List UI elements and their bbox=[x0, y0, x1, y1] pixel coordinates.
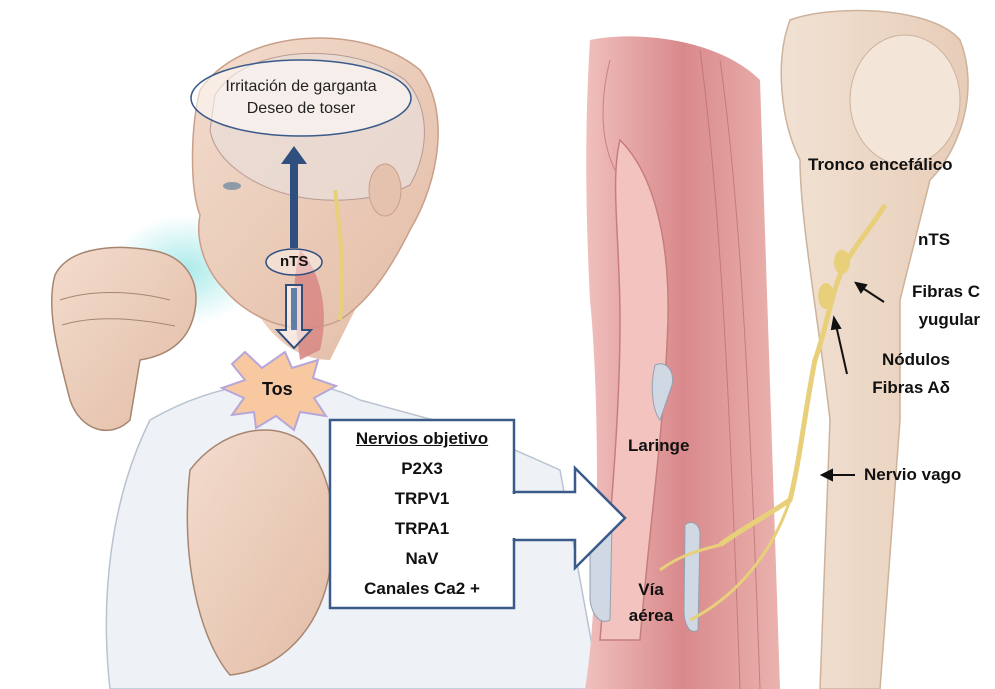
eye bbox=[223, 182, 241, 190]
target-item-nav: NaV bbox=[330, 544, 514, 574]
airway-label-line1: Vía bbox=[626, 577, 676, 603]
nodose-ganglion bbox=[818, 283, 834, 309]
perception-oval-text: Irritación de garganta Deseo de toser bbox=[196, 76, 406, 120]
nts-right-label: nTS bbox=[918, 230, 950, 250]
cough-label: Tos bbox=[262, 379, 293, 400]
vagus-nerve-label: Nervio vago bbox=[864, 465, 961, 485]
targets-box-title: Nervios objetivo bbox=[330, 424, 514, 454]
airway-label: Vía aérea bbox=[626, 577, 676, 629]
cerebellum bbox=[850, 35, 960, 165]
nodose-line2: Fibras Aδ bbox=[850, 374, 950, 402]
nodose-label: Nódulos Fibras Aδ bbox=[850, 346, 950, 402]
nts-center-label: nTS bbox=[280, 253, 308, 270]
c-fibers-line1: Fibras C bbox=[886, 278, 980, 306]
target-item-p2x3: P2X3 bbox=[330, 454, 514, 484]
larynx-label: Laringe bbox=[628, 436, 689, 456]
left-fist bbox=[52, 248, 196, 431]
nodose-line1: Nódulos bbox=[850, 346, 950, 374]
target-item-trpa1: TRPA1 bbox=[330, 514, 514, 544]
jugular-ganglion bbox=[834, 250, 850, 274]
targets-box: Nervios objetivo P2X3 TRPV1 TRPA1 NaV Ca… bbox=[330, 424, 514, 604]
c-fibers-label: Fibras C yugular bbox=[886, 278, 980, 334]
throat-irritation-label: Irritación de garganta bbox=[196, 76, 406, 98]
ear bbox=[369, 164, 401, 216]
target-item-trpv1: TRPV1 bbox=[330, 484, 514, 514]
c-fibers-line2: yugular bbox=[886, 306, 980, 334]
airway-label-line2: aérea bbox=[626, 603, 676, 629]
target-item-calcium-channels: Canales Ca2 + bbox=[330, 574, 514, 604]
urge-to-cough-label: Deseo de toser bbox=[196, 98, 406, 120]
brainstem-label: Tronco encefálico bbox=[808, 155, 953, 175]
